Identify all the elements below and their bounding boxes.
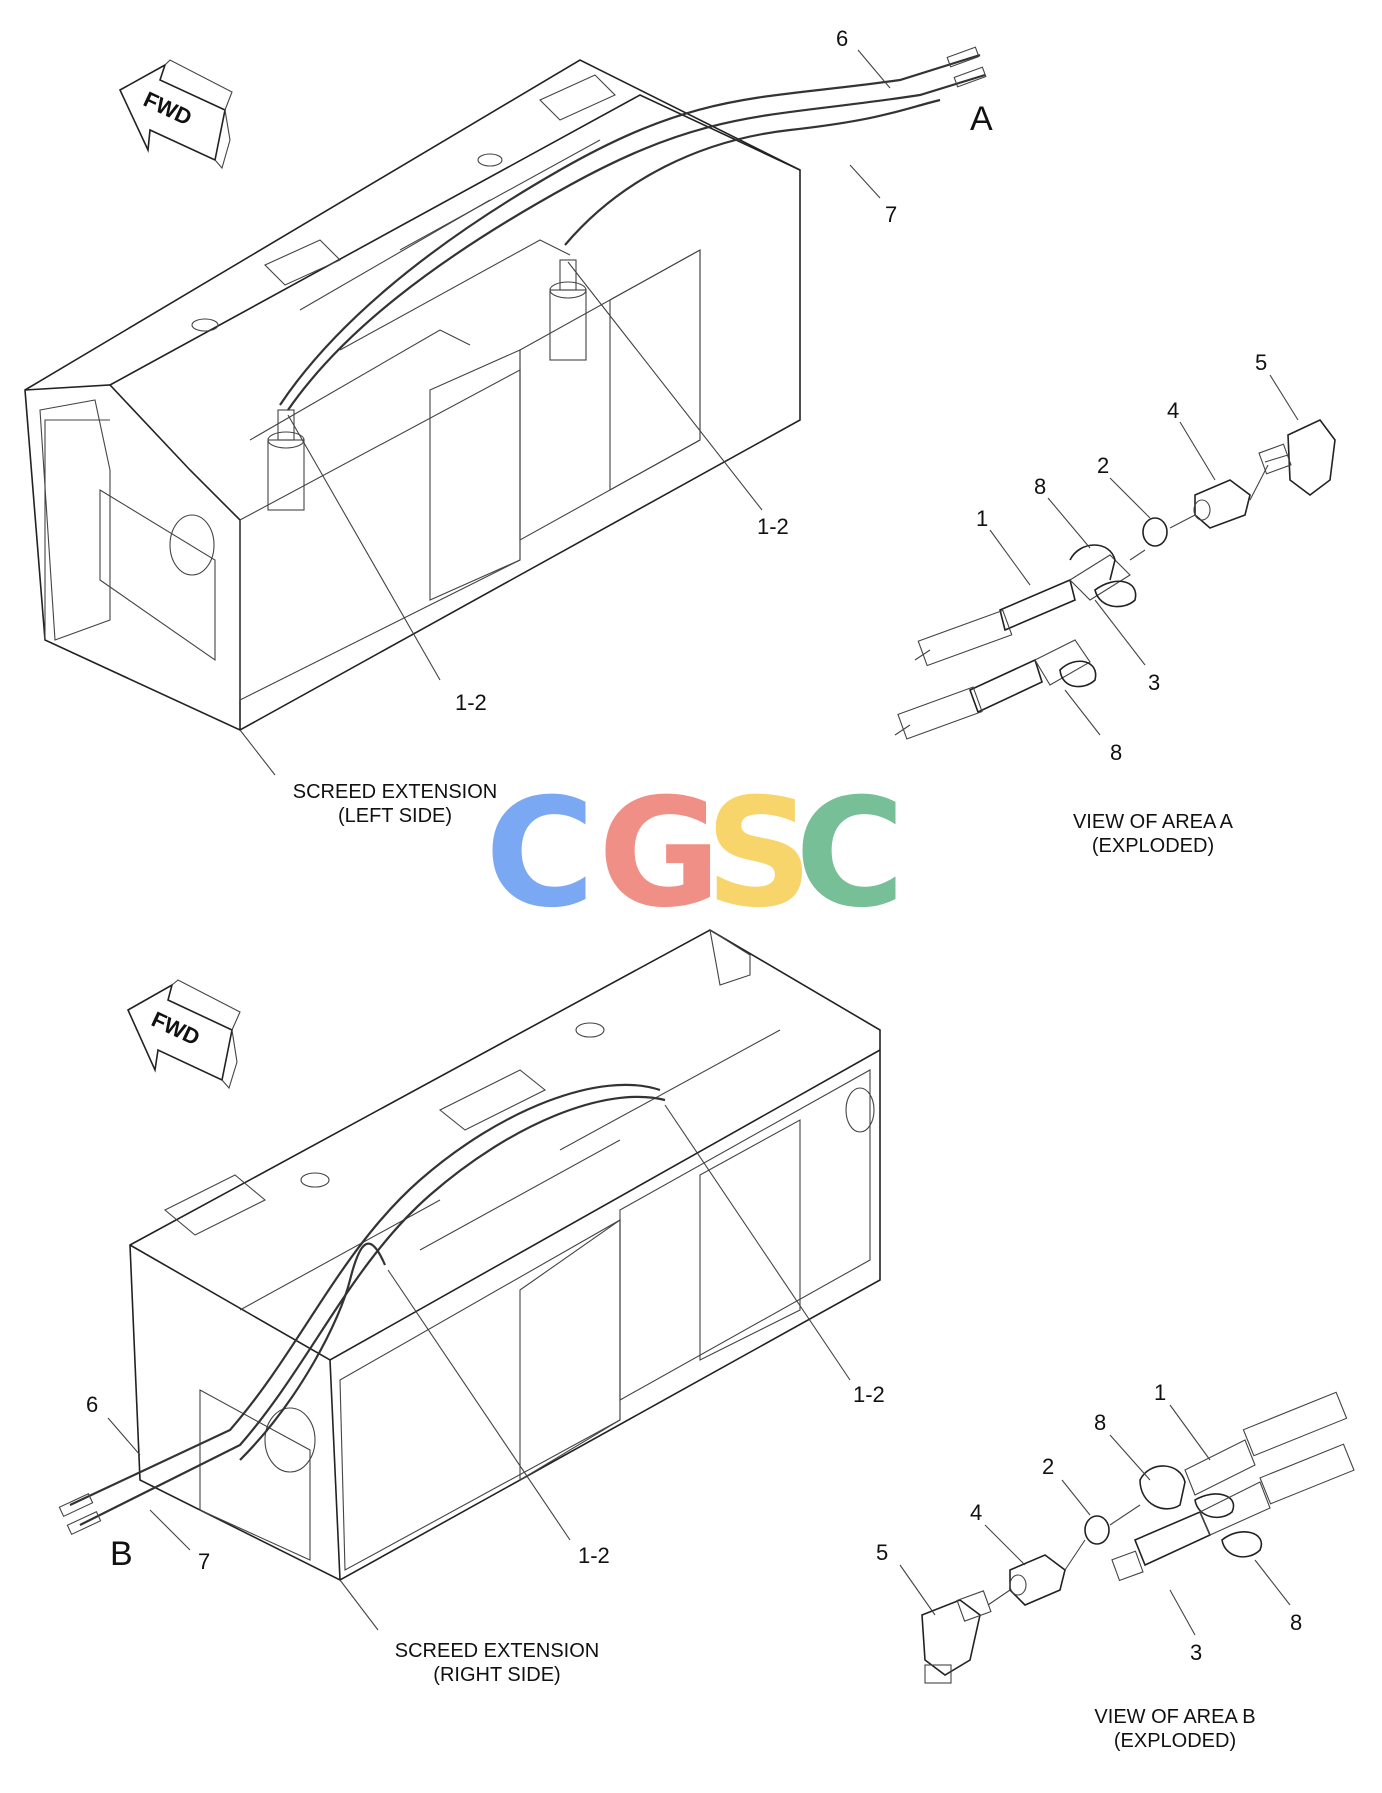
fwd-arrow-icon-b: FWD: [126, 979, 241, 1090]
cgsc-watermark: C G S C: [485, 767, 905, 941]
screed-extension-left-drawing: FWD: [24, 26, 993, 827]
screed-extension-right-drawing: FWD 6 7: [58, 928, 885, 1686]
caption-detail-b-line-1: VIEW OF AREA B: [1094, 1706, 1255, 1728]
caption-detail-b-line-2: (EXPLODED): [1114, 1730, 1236, 1752]
callout-b-2: 2: [1042, 1454, 1054, 1479]
caption-detail-a-line-1: VIEW OF AREA A: [1073, 811, 1234, 833]
detail-area-a-drawing: 5 4 2 8 1 3 8 VIEW OF AREA A (EXPLODED): [894, 350, 1336, 857]
o-ring-2-b: [1084, 1515, 1110, 1545]
callout-b-hose-7: 7: [198, 1549, 210, 1574]
union-fitting-4-b: [1009, 1554, 1066, 1606]
area-letter-a: A: [970, 100, 993, 138]
watermark-letter-g: G: [598, 767, 721, 941]
callout-fitting-1-2-right: 1-2: [757, 514, 789, 539]
callout-fitting-1-2-left: 1-2: [455, 690, 487, 715]
callout-b-4: 4: [970, 1500, 982, 1525]
hose-end-fittings-b: [58, 1492, 102, 1536]
detail-area-b-drawing: 1 8 2 4 5 3 8 VIEW OF AREA B (EXPLODED): [876, 1380, 1355, 1752]
quick-coupler-lower-b: [1111, 1443, 1355, 1582]
elbow-fitting-5: [1258, 418, 1336, 496]
quick-coupler-upper: [914, 544, 1146, 667]
callout-hose-7: 7: [885, 202, 897, 227]
fwd-arrow-icon: FWD: [118, 59, 233, 170]
callout-a-3: 3: [1148, 670, 1160, 695]
caption-left-line-2: (LEFT SIDE): [338, 805, 452, 827]
callout-b-3: 3: [1190, 1640, 1202, 1665]
caption-left-line-1: SCREED EXTENSION: [293, 781, 497, 803]
callout-b-fitting-1-2-left: 1-2: [578, 1543, 610, 1568]
caption-detail-a-line-2: (EXPLODED): [1092, 835, 1214, 857]
hose-end-fittings-a: [946, 46, 987, 88]
callout-b-1: 1: [1154, 1380, 1166, 1405]
caption-right-line-1: SCREED EXTENSION: [395, 1640, 599, 1662]
lift-cylinder-right: [549, 259, 587, 361]
callout-b-fitting-1-2-right: 1-2: [853, 1382, 885, 1407]
quick-coupler-upper-b: [1139, 1391, 1348, 1519]
watermark-letter-c1: C: [485, 767, 595, 941]
watermark-letter-c2: C: [795, 767, 905, 941]
callout-a-5: 5: [1255, 350, 1267, 375]
callout-b-5: 5: [876, 1540, 888, 1565]
callout-a-8-lower: 8: [1110, 740, 1122, 765]
caption-right-line-2: (RIGHT SIDE): [433, 1664, 560, 1686]
callout-a-8-upper: 8: [1034, 474, 1046, 499]
callout-b-8-lower: 8: [1290, 1610, 1302, 1635]
quick-coupler-lower: [894, 639, 1097, 740]
callout-a-2: 2: [1097, 453, 1109, 478]
watermark-letter-s: S: [705, 767, 813, 941]
o-ring-2: [1142, 517, 1168, 547]
callout-a-1: 1: [976, 506, 988, 531]
callout-b-8-upper: 8: [1094, 1410, 1106, 1435]
callout-b-hose-6: 6: [86, 1392, 98, 1417]
union-fitting-4: [1193, 479, 1251, 529]
callout-a-4: 4: [1167, 398, 1179, 423]
elbow-fitting-5-b: [921, 1590, 992, 1684]
area-letter-b: B: [110, 1535, 133, 1573]
callout-hose-6: 6: [836, 26, 848, 51]
